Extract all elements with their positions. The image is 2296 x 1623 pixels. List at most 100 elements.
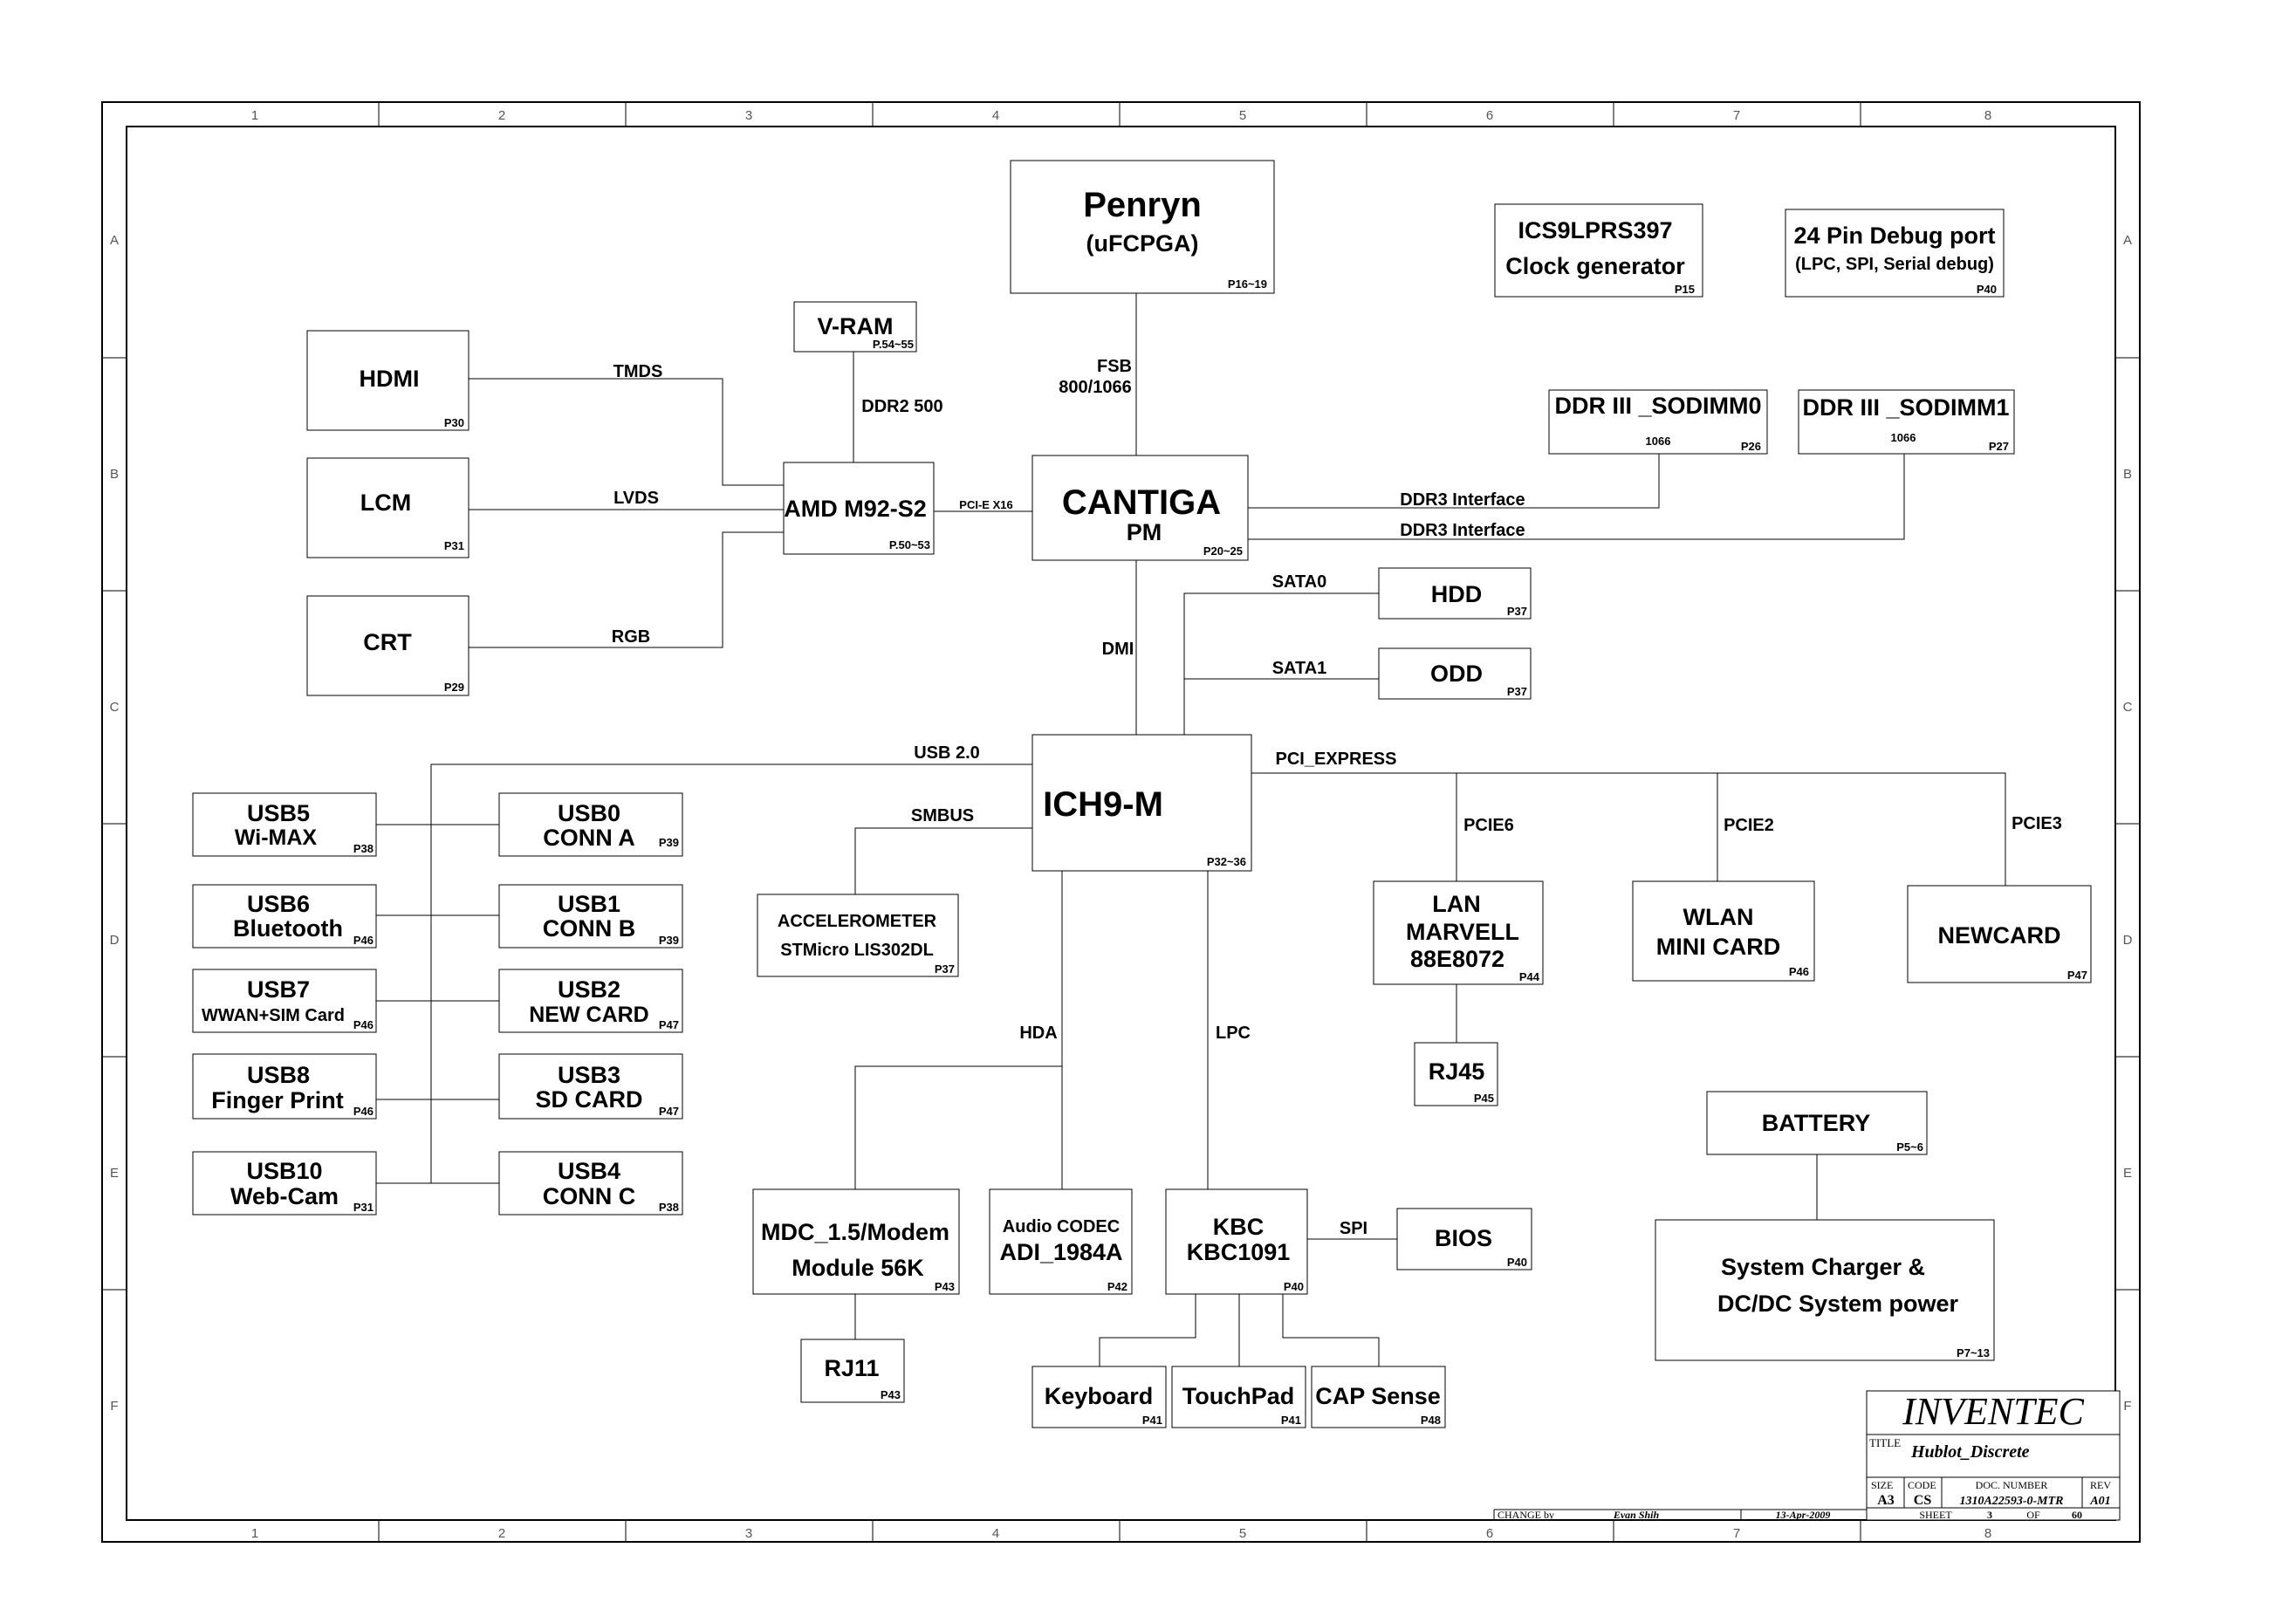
audio-page-text: P42 <box>1107 1280 1127 1293</box>
usb3-line2-text: SD CARD <box>535 1086 642 1113</box>
grid-row-label: B <box>2123 467 2132 482</box>
usb0-page-text: P39 <box>659 836 679 849</box>
grid-col-label: 7 <box>1733 108 1740 123</box>
touchpad-page-text: P41 <box>1281 1414 1301 1427</box>
debug-page-text: P40 <box>1977 283 1997 296</box>
hda-label: HDA <box>1019 1024 1057 1043</box>
usb0-line2-text: CONN A <box>543 825 635 851</box>
usb7-block: USB7 WWAN+SIM Card P46 <box>192 969 377 1033</box>
debug-line2-text: (LPC, SPI, Serial debug) <box>1795 255 1994 274</box>
fsb-label: FSB <box>1097 357 1132 376</box>
grid-row-label: E <box>110 1166 119 1181</box>
hda-line <box>854 871 1063 1189</box>
grid-row-label: F <box>110 1399 118 1414</box>
grid-row-label: C <box>2123 700 2133 715</box>
code-label: CODE <box>1908 1479 1936 1491</box>
charger-line1-text: System Charger & <box>1721 1254 1925 1280</box>
lan-page-text: P44 <box>1519 970 1540 983</box>
usb7-line1-text: USB7 <box>247 976 310 1003</box>
mdc-line1-text: MDC_1.5/Modem <box>761 1219 949 1245</box>
keyboard-name-text: Keyboard <box>1045 1383 1154 1409</box>
usb6-line2-text: Bluetooth <box>233 915 343 942</box>
usb7-line2-text: WWAN+SIM Card <box>202 1006 345 1025</box>
vram-name-text: V-RAM <box>818 313 894 339</box>
hdd-page-text: P37 <box>1507 605 1527 618</box>
cantiga-northbridge-block: CANTIGA PM P20~25 <box>1031 455 1249 561</box>
tmds-label: TMDS <box>613 362 663 381</box>
grid-row-label: C <box>110 700 120 715</box>
touchpad-block: TouchPad P41 <box>1171 1366 1306 1428</box>
ddr3-line-1 <box>1248 454 1905 540</box>
usb3-line1-text: USB3 <box>558 1062 620 1088</box>
connection-wires <box>376 293 2006 1366</box>
usb1-page-text: P39 <box>659 934 679 947</box>
rj11-page-text: P43 <box>881 1388 901 1401</box>
capsense-page-text: P48 <box>1421 1414 1441 1427</box>
keyboard-page-text: P41 <box>1142 1414 1162 1427</box>
debug-line1-text: 24 Pin Debug port <box>1793 223 1995 249</box>
lan-line1-text: LAN <box>1432 891 1481 917</box>
bios-page-text: P40 <box>1507 1256 1527 1269</box>
odd-block: ODD P37 <box>1378 647 1532 700</box>
grid-column-labels-bottom: 1 2 3 4 5 6 7 8 <box>251 1526 1991 1541</box>
hdd-block: HDD P37 <box>1378 567 1532 620</box>
sodimm1-name-text: DDR III _SODIMM1 <box>1802 394 2009 421</box>
usb2-page-text: P47 <box>659 1018 679 1031</box>
usb0-line1-text: USB0 <box>558 800 620 826</box>
size-value: A3 <box>1877 1493 1895 1508</box>
ics-line1-text: ICS9LPRS397 <box>1518 217 1672 243</box>
pci-express-label: PCI_EXPRESS <box>1276 750 1397 769</box>
sodimm0-name-text: DDR III _SODIMM0 <box>1554 393 1761 419</box>
newcard-name-text: NEWCARD <box>1938 922 2061 948</box>
rev-label: REV <box>2090 1479 2111 1491</box>
usb6-block: USB6 Bluetooth P46 <box>192 884 377 948</box>
usb20-label: USB 2.0 <box>914 743 980 763</box>
battery-name-text: BATTERY <box>1762 1110 1871 1136</box>
usb8-block: USB8 Finger Print P46 <box>192 1053 377 1120</box>
battery-page-text: P5~6 <box>1896 1140 1923 1154</box>
audio-line1-text: Audio CODEC <box>1003 1217 1120 1236</box>
pcie3-label: PCIE3 <box>2012 814 2062 833</box>
hdmi-name-text: HDMI <box>360 366 420 392</box>
usb10-block: USB10 Web-Cam P31 <box>192 1151 377 1216</box>
accel-line1-text: ACCELEROMETER <box>778 912 937 931</box>
grid-row-label: E <box>2123 1166 2132 1181</box>
tmds-line <box>469 378 784 486</box>
ics-line2-text: Clock generator <box>1505 253 1685 279</box>
size-label: SIZE <box>1871 1479 1893 1491</box>
cantiga-name-text: CANTIGA <box>1062 483 1221 522</box>
battery-block: BATTERY P5~6 <box>1706 1091 1928 1155</box>
grid-col-label: 2 <box>498 108 505 123</box>
sheet-label: SHEET <box>1919 1509 1952 1521</box>
sata-trunk-line <box>1183 592 1379 735</box>
pcie6-label: PCIE6 <box>1463 816 1514 835</box>
pcie2-label: PCIE2 <box>1724 816 1774 835</box>
hdd-name-text: HDD <box>1431 581 1483 607</box>
bios-name-text: BIOS <box>1435 1225 1492 1251</box>
grid-row-label: F <box>2123 1399 2131 1414</box>
newcard-page-text: P47 <box>2067 969 2087 982</box>
penryn-sub-text: (uFCPGA) <box>1086 230 1199 257</box>
grid-col-label: 2 <box>498 1526 505 1541</box>
ich9-name-text: ICH9-M <box>1043 785 1163 824</box>
amd-name-text: AMD M92-S2 <box>784 496 927 522</box>
grid-row-labels-right: A B C D E F <box>2123 233 2133 1414</box>
vram-block: V-RAM P.54~55 <box>793 301 917 353</box>
usb5-line2-text: Wi-MAX <box>235 825 318 850</box>
rev-value: A01 <box>2089 1495 2110 1508</box>
touchpad-name-text: TouchPad <box>1182 1383 1295 1409</box>
rgb-line <box>469 531 784 648</box>
change-by-label: CHANGE by <box>1498 1509 1554 1521</box>
usb4-block: USB4 CONN C P38 <box>498 1151 683 1216</box>
sodimm0-page-text: P26 <box>1741 440 1761 453</box>
grid-row-label: B <box>110 467 119 482</box>
date-value: 13-Apr-2009 <box>1776 1509 1831 1521</box>
usb5-block: USB5 Wi-MAX P38 <box>192 792 377 857</box>
keyboard-block: Keyboard P41 <box>1031 1366 1167 1428</box>
ddr3-interface-label: DDR3 Interface <box>1400 490 1525 510</box>
usb10-line2-text: Web-Cam <box>230 1183 339 1209</box>
hdmi-page-text: P30 <box>444 416 464 429</box>
grid-column-labels-top: 1 2 3 4 5 6 7 8 <box>251 108 1991 123</box>
grid-col-label: 4 <box>992 108 999 123</box>
system-charger-block: System Charger & DC/DC System power P7~1… <box>1655 1219 1995 1361</box>
